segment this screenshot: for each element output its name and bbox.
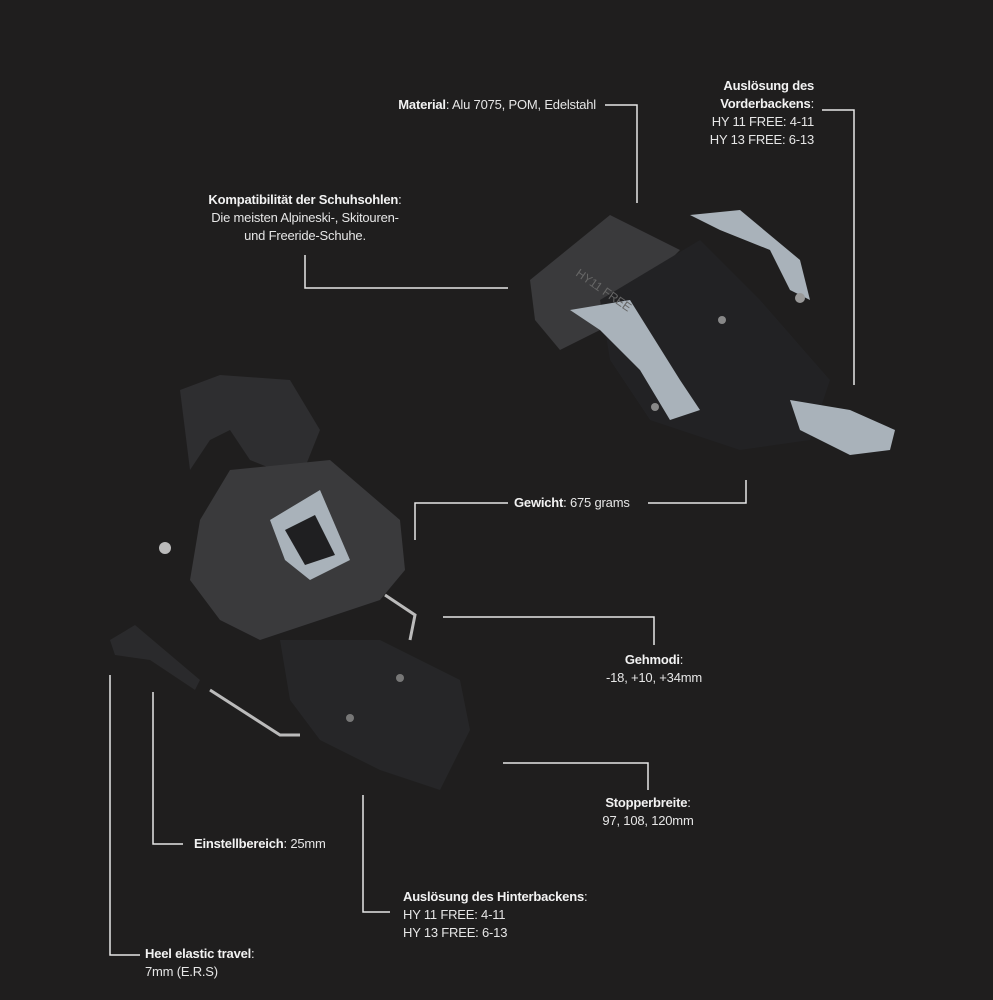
callout-title: Heel elastic travel xyxy=(145,946,252,961)
callout-title: Vorderbackens xyxy=(720,96,811,111)
callout-brake-width: Stopperbreite: 97, 108, 120mm xyxy=(602,795,694,828)
heel-piece-image xyxy=(110,375,470,790)
callout-title: Gewicht xyxy=(514,495,564,510)
callout-value: Die meisten Alpineski-, Skitouren- xyxy=(211,210,399,225)
callout-value: 97, 108, 120mm xyxy=(602,813,694,828)
callout-title: Material xyxy=(398,97,446,112)
callout-value: 25mm xyxy=(290,836,326,851)
toe-piece-image: HY11 FREE xyxy=(530,210,895,455)
callout-material: Material: Alu 7075, POM, Edelstahl xyxy=(398,97,596,112)
callout-value: und Freeride-Schuhe. xyxy=(244,228,366,243)
callout-value: 7mm (E.R.S) xyxy=(145,964,218,979)
callout-front-release: Auslösung des Vorderbackens: HY 11 FREE:… xyxy=(709,78,814,147)
callout-value: 675 grams xyxy=(570,495,630,510)
callout-compatibility: Kompatibilität der Schuhsohlen: Die meis… xyxy=(208,192,402,243)
callout-title: Kompatibilität der Schuhsohlen xyxy=(208,192,399,207)
callout-weight: Gewicht: 675 grams xyxy=(514,495,630,510)
callout-value: -18, +10, +34mm xyxy=(606,670,702,685)
callout-title: Einstellbereich xyxy=(194,836,284,851)
callout-title: Auslösung des Hinterbackens xyxy=(403,889,584,904)
callout-adjust-range: Einstellbereich: 25mm xyxy=(194,836,326,851)
callout-title: Stopperbreite xyxy=(605,795,688,810)
callout-heel-release: Auslösung des Hinterbackens: HY 11 FREE:… xyxy=(403,889,588,940)
callout-value: Alu 7075, POM, Edelstahl xyxy=(451,97,596,112)
callout-value: HY 11 FREE: 4-11 xyxy=(711,114,814,129)
callout-value: HY 13 FREE: 6-13 xyxy=(709,132,814,147)
callout-value: HY 13 FREE: 6-13 xyxy=(403,925,508,940)
callout-title: Auslösung des xyxy=(723,78,814,93)
callout-walk-modes: Gehmodi: -18, +10, +34mm xyxy=(606,652,702,685)
callout-value: HY 11 FREE: 4-11 xyxy=(403,907,506,922)
leader-lines xyxy=(109,104,855,956)
callout-title: Gehmodi xyxy=(624,652,680,667)
callout-heel-travel: Heel elastic travel: 7mm (E.R.S) xyxy=(145,946,255,979)
